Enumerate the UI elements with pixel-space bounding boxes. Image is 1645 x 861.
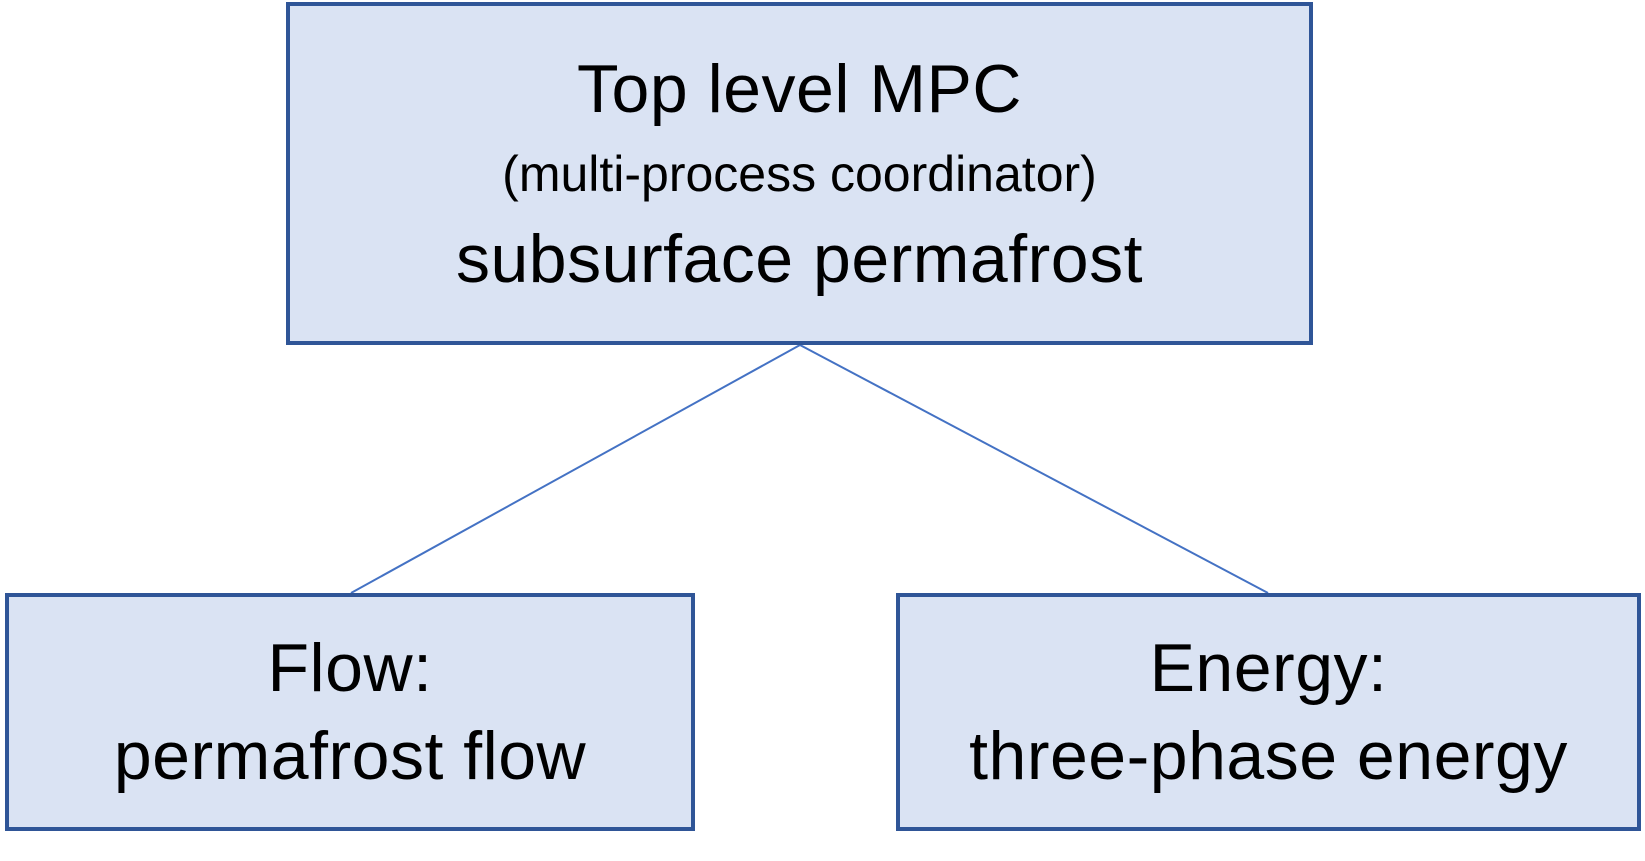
flow-pk-box: Flow: permafrost flow [5,593,695,831]
energy-node-name: three-phase energy [969,718,1568,794]
flow-node-title: Flow: [267,630,433,706]
connector-top-to-energy [799,344,1269,594]
energy-pk-box: Energy: three-phase energy [896,593,1641,831]
top-node-name: subsurface permafrost [455,220,1143,297]
connector-top-to-flow [350,344,801,594]
top-node-title: Top level MPC [577,50,1022,127]
top-level-mpc-box: Top level MPC (multi-process coordinator… [286,2,1313,345]
energy-node-title: Energy: [1149,630,1388,706]
flow-node-name: permafrost flow [113,718,587,794]
top-node-subtitle: (multi-process coordinator) [502,145,1097,202]
